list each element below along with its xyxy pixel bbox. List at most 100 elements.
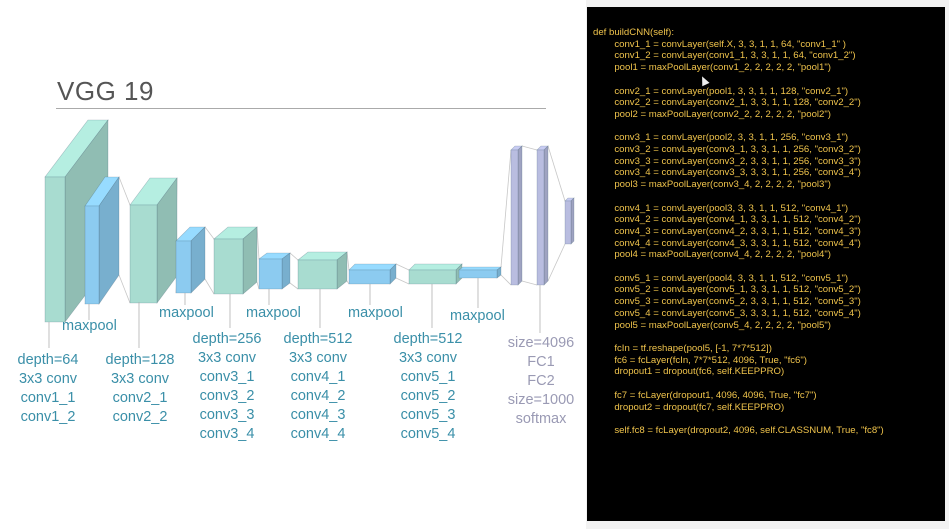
- block3-conv2: conv3_2: [199, 388, 255, 404]
- pool5-block-front: [458, 269, 498, 279]
- layer-blocks: [44, 119, 575, 323]
- fc-size-4096: size=4096: [507, 335, 575, 351]
- block2-label: depth=128 3x3 conv conv2_1 conv2_2: [99, 351, 181, 427]
- fc1-label: FC1: [527, 354, 555, 370]
- code-line: conv4_3 = convLayer(conv4_2, 3, 3, 1, 1,…: [593, 225, 861, 237]
- conv3-block-front: [213, 238, 244, 295]
- block1-kernel: 3x3 conv: [18, 371, 78, 387]
- fc2-label: FC2: [527, 373, 555, 389]
- code-panel: def buildCNN(self): conv1_1 = convLayer(…: [587, 7, 945, 521]
- connector-line: [256, 281, 260, 290]
- slide-title: VGG 19: [57, 76, 154, 106]
- connector-line: [346, 251, 350, 271]
- code-line: conv4_4 = convLayer(conv4_3, 3, 3, 1, 1,…: [593, 237, 861, 249]
- block1-depth: depth=64: [17, 352, 79, 368]
- connector-line: [547, 243, 566, 282]
- connector-line: [289, 282, 299, 290]
- block4-conv4: conv4_4: [290, 426, 346, 442]
- block5-depth: depth=512: [393, 331, 463, 347]
- maxpool-label-2: maxpool: [159, 305, 214, 321]
- code-line: [593, 74, 945, 86]
- title-underline: [56, 108, 546, 109]
- code-line: conv5_1 = convLayer(pool4, 3, 3, 1, 1, 5…: [593, 272, 849, 284]
- code-line: conv5_3 = convLayer(conv5_2, 3, 3, 1, 1,…: [593, 296, 861, 308]
- conv3-block-side: [242, 226, 258, 295]
- code-line: conv4_2 = convLayer(conv4_1, 3, 3, 1, 1,…: [593, 214, 861, 226]
- pool3-block-side: [281, 252, 291, 290]
- conv1-block-front: [44, 176, 66, 323]
- block4-conv3: conv4_3: [290, 407, 346, 423]
- connector-line: [346, 280, 350, 285]
- code-line: fc6 = fcLayer(fcIn, 7*7*512, 4096, True,…: [593, 354, 807, 366]
- code-line: dropout2 = dropout(fc7, self.KEEPPRO): [593, 401, 785, 413]
- connector-line: [500, 149, 512, 268]
- maxpool-label-3: maxpool: [246, 305, 301, 321]
- block1-label: depth=64 3x3 conv conv1_1 conv1_2: [12, 351, 84, 427]
- connector-line: [256, 226, 260, 260]
- code-line: conv5_2 = convLayer(conv5_1, 3, 3, 1, 1,…: [593, 284, 861, 296]
- code-line: conv3_2 = convLayer(conv3_1, 3, 3, 1, 1,…: [593, 144, 861, 156]
- conv2-block-front: [129, 204, 158, 304]
- connector-line: [547, 145, 566, 202]
- fc2-block-front: [536, 149, 545, 286]
- block4-depth: depth=512: [283, 331, 353, 347]
- fc-label: size=4096 FC1 FC2 size=1000 softmax: [502, 334, 580, 429]
- pool4-block-front: [348, 269, 391, 285]
- block5-conv3: conv5_3: [400, 407, 456, 423]
- connector-line: [118, 274, 131, 304]
- code-line: conv2_2 = convLayer(conv2_1, 3, 3, 1, 1,…: [593, 97, 861, 109]
- conv5-block: [408, 263, 463, 285]
- pool1-block-front: [84, 205, 100, 305]
- pool5-block-top: [458, 266, 502, 271]
- code-line: conv1_2 = convLayer(conv1_1, 3, 3, 1, 1,…: [593, 50, 856, 62]
- block4-kernel: 3x3 conv: [288, 350, 348, 366]
- softmax-block: [564, 197, 575, 245]
- conv5-block-front: [408, 269, 457, 285]
- pool3-block: [258, 252, 291, 290]
- connector-line: [204, 226, 215, 240]
- block1-conv2: conv1_2: [20, 409, 76, 425]
- softmax-label: softmax: [515, 411, 567, 427]
- code-line: [593, 191, 945, 203]
- connector-line: [395, 277, 410, 285]
- conv4-block: [297, 251, 348, 290]
- fc-size-1000: size=1000: [507, 392, 575, 408]
- block5-kernel: 3x3 conv: [398, 350, 458, 366]
- conv4-block-front: [297, 259, 338, 290]
- conv2-block: [129, 177, 178, 304]
- maxpool-label-4: maxpool: [348, 305, 403, 321]
- connector-line: [204, 278, 215, 295]
- connector-line: [289, 252, 299, 261]
- code-line: conv1_1 = convLayer(self.X, 3, 3, 1, 1, …: [593, 38, 846, 50]
- fc1-block: [510, 145, 523, 286]
- code-line: pool2 = maxPoolLayer(conv2_2, 2, 2, 2, 2…: [593, 108, 831, 120]
- fc1-block-front: [510, 149, 519, 286]
- code-line: pool5 = maxPoolLayer(conv5_4, 2, 2, 2, 2…: [593, 319, 831, 331]
- code-line: def buildCNN(self):: [593, 27, 675, 38]
- block5-conv2: conv5_2: [400, 388, 456, 404]
- conv3-block: [213, 226, 258, 295]
- code-line: pool1 = maxPoolLayer(conv1_2, 2, 2, 2, 2…: [593, 62, 831, 74]
- code-line: [593, 331, 945, 343]
- fc1-block-side: [517, 145, 523, 286]
- code-line: [593, 413, 945, 425]
- block2-depth: depth=128: [105, 352, 175, 368]
- maxpool-label-1: maxpool: [62, 318, 117, 334]
- code-line: conv3_3 = convLayer(conv3_2, 3, 3, 1, 1,…: [593, 155, 861, 167]
- block3-conv1: conv3_1: [199, 369, 255, 385]
- pool4-block: [348, 263, 397, 285]
- code-line: conv3_1 = convLayer(pool2, 3, 3, 1, 1, 2…: [593, 132, 849, 144]
- code-line: fc7 = fcLayer(dropout1, 4096, 4096, True…: [593, 389, 817, 401]
- pool2-block-front: [175, 240, 192, 294]
- block1-conv1: conv1_1: [20, 390, 76, 406]
- softmax-block-side: [570, 197, 575, 245]
- softmax-block-front: [564, 200, 572, 245]
- pool5-block: [458, 266, 502, 279]
- pool4-block-top: [348, 263, 397, 271]
- code-line: fcIn = tf.reshape(pool5, [-1, 7*7*512]): [593, 342, 772, 354]
- block5-conv1: conv5_1: [400, 369, 456, 385]
- conv5-block-top: [408, 263, 463, 271]
- code-line: [593, 378, 945, 390]
- code-line: conv4_1 = convLayer(pool3, 3, 3, 1, 1, 5…: [593, 202, 849, 214]
- block2-conv1: conv2_1: [112, 390, 168, 406]
